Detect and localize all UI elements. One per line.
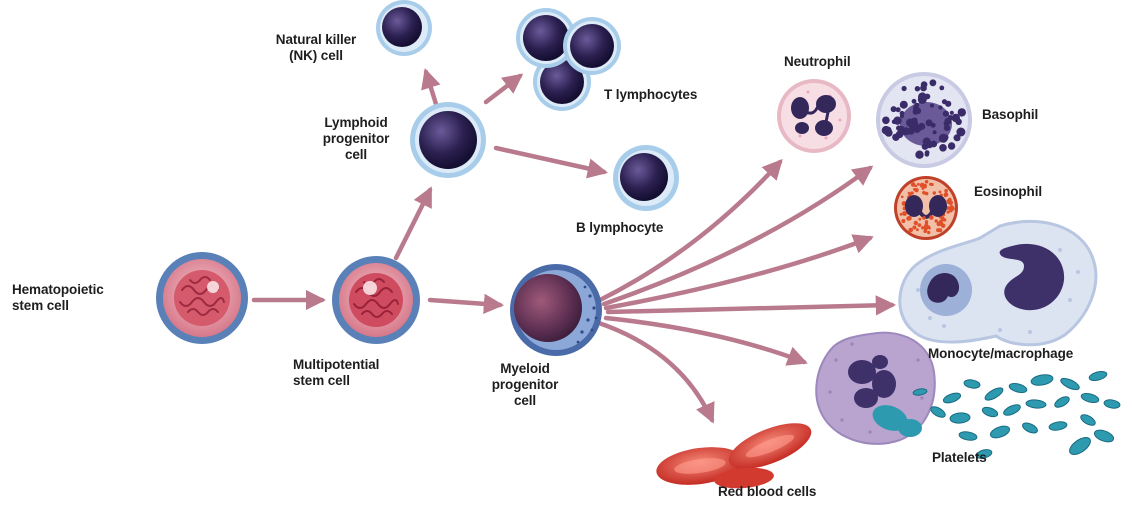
label-line: stem cell (12, 298, 69, 313)
multipotential-stem-cell (332, 256, 420, 344)
label-monocyte-macrophage: Monocyte/macrophage (928, 346, 1074, 361)
label-line: progenitor (322, 131, 390, 146)
label-red-blood-cells: Red blood cells (718, 484, 817, 499)
label-line: stem cell (293, 373, 350, 388)
b-lymphocyte (613, 145, 679, 211)
label-neutrophil: Neutrophil (784, 54, 851, 69)
nk-cell (376, 0, 432, 56)
arrow-myeloid-to-monocyte (605, 295, 897, 316)
label-b-lymphocyte: B lymphocyte (576, 220, 664, 235)
label-t-lymphocytes: T lymphocytes (604, 87, 698, 102)
label-multipotential-stem-cell: Multipotential stem cell (293, 357, 379, 389)
monocyte-macrophage (898, 219, 1098, 347)
label-line: Lymphoid (324, 115, 388, 130)
label-line: progenitor (491, 377, 559, 392)
label-line: Hematopoietic (12, 282, 104, 297)
t-lymphocytes (516, 8, 621, 111)
arrow-myeloid-to-eosinophil (603, 234, 874, 311)
label-eosinophil: Eosinophil (974, 184, 1042, 199)
label-lymphoid-progenitor: Lymphoid progenitor cell (306, 115, 406, 163)
label-myeloid-progenitor: Myeloid progenitor cell (470, 361, 580, 409)
arrows (251, 68, 897, 424)
lymphoid-progenitor-cell (410, 102, 486, 178)
arrow-myeloid-to-basophil (601, 165, 874, 307)
arrow-lymphoid-to-b (493, 145, 608, 179)
arrow-mpp-to-myeloid (427, 293, 505, 314)
label-line: Myeloid (500, 361, 550, 376)
label-line: (NK) cell (289, 48, 343, 63)
label-hematopoietic-stem-cell: Hematopoietic stem cell (12, 282, 104, 314)
label-line: Multipotential (293, 357, 380, 372)
label-basophil: Basophil (982, 107, 1039, 122)
arrow-lymphoid-to-nk (421, 68, 441, 107)
arrow-myeloid-to-neutrophil (597, 159, 783, 303)
hematopoietic-stem-cell (156, 252, 248, 344)
eosinophil (894, 176, 958, 240)
megakaryocyte (815, 331, 936, 445)
arrow-mpp-to-lymphoid (393, 186, 433, 261)
arrow-lymphoid-to-t (483, 73, 524, 105)
arrow-myeloid-to-rbc (593, 319, 715, 424)
arrow-myeloid-to-megakaryocyte (603, 315, 808, 366)
neutrophil (777, 79, 851, 153)
basophil (876, 72, 972, 168)
label-line: cell (513, 393, 537, 408)
myeloid-progenitor-cell (510, 264, 602, 356)
label-platelets: Platelets (932, 450, 987, 465)
red-blood-cells (656, 423, 812, 489)
label-line: Natural killer (275, 32, 357, 47)
platelets (912, 370, 1121, 459)
label-nk-cell: Natural killer (NK) cell (258, 32, 374, 64)
label-line: cell (344, 147, 368, 162)
